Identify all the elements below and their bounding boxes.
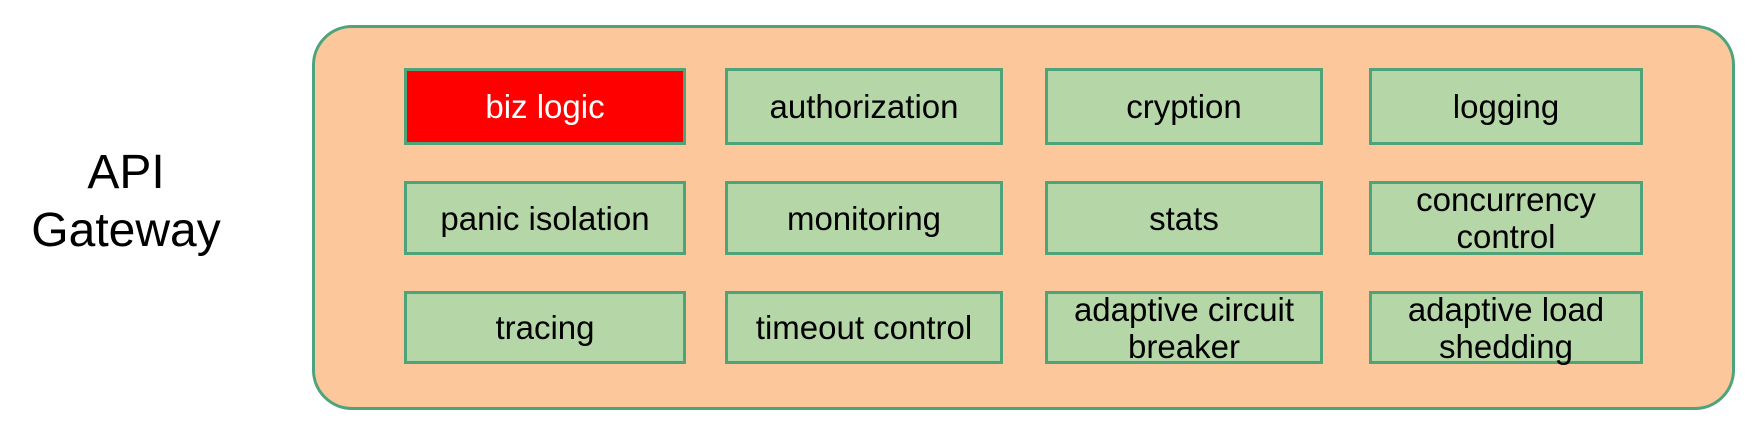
capability-grid: biz logic authorization cryption logging pan… xyxy=(315,28,1732,407)
capability-box[interactable]: logging xyxy=(1369,68,1643,145)
capability-label: timeout control xyxy=(755,309,973,346)
capability-label: authorization xyxy=(769,88,959,125)
capability-box[interactable]: panic isolation xyxy=(404,181,686,255)
capability-box[interactable]: tracing xyxy=(404,291,686,364)
capability-box[interactable]: adaptive load shedding xyxy=(1369,290,1643,365)
capability-box[interactable]: stats xyxy=(1045,181,1323,255)
capability-box[interactable]: timeout control xyxy=(725,291,1003,364)
capability-label: monitoring xyxy=(786,199,942,237)
capability-box[interactable]: adaptive circuit breaker xyxy=(1045,290,1323,365)
capability-label: adaptive load shedding xyxy=(1407,290,1605,365)
capability-box[interactable]: authorization xyxy=(725,68,1003,145)
capability-label: tracing xyxy=(495,309,595,346)
capability-label: logging xyxy=(1452,88,1560,125)
api-gateway-container: biz logic authorization cryption logging pan… xyxy=(312,25,1735,410)
capability-box[interactable]: biz logic xyxy=(404,68,686,145)
capability-label: concurrency control xyxy=(1416,181,1596,255)
capability-box[interactable]: cryption xyxy=(1045,68,1323,145)
capability-label: cryption xyxy=(1126,88,1242,125)
capability-box[interactable]: concurrency control xyxy=(1369,181,1643,255)
api-gateway-label: API Gateway xyxy=(31,146,221,257)
capability-label: biz logic xyxy=(485,88,605,125)
capability-label: stats xyxy=(1149,199,1219,237)
capability-label: adaptive circuit breaker xyxy=(1073,290,1295,365)
capability-box[interactable]: monitoring xyxy=(725,181,1003,255)
capability-label: panic isolation xyxy=(440,199,650,237)
